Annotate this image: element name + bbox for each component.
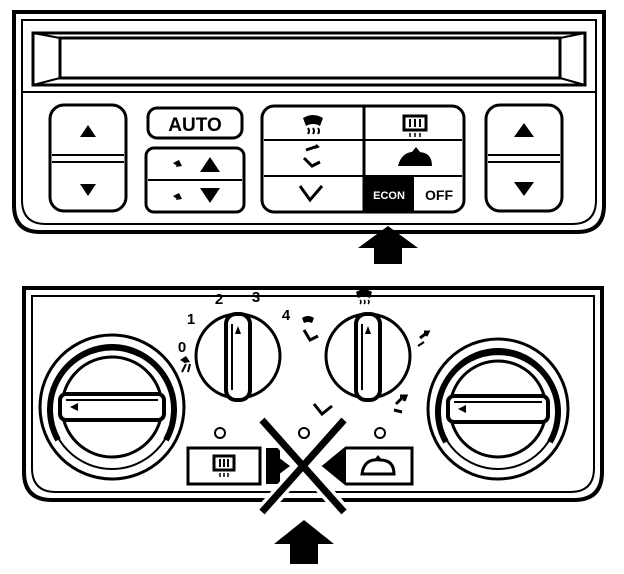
left-temp-rocker[interactable] <box>48 103 128 213</box>
vent-foot-icon <box>312 403 333 417</box>
fan-speed-label-2: 2 <box>215 291 223 308</box>
bottom-control-panel: 0 1 2 3 4 <box>22 286 604 517</box>
fan-speed-dial[interactable]: 0 1 2 3 4 <box>178 289 291 402</box>
windshield-defrost-icon <box>303 115 323 135</box>
triangle-down-icon <box>80 184 96 196</box>
vent-face-foot-button[interactable] <box>302 144 321 168</box>
bottom-arrow-icon <box>274 520 334 564</box>
fan-speed-label-4: 4 <box>282 307 291 324</box>
fan-icon <box>180 356 191 373</box>
indicator-lamp-center <box>298 427 310 439</box>
triangle-up-icon <box>514 123 534 137</box>
fan-speed-label-1: 1 <box>187 311 195 328</box>
vent-foot-icon <box>298 185 324 203</box>
left-temp-knob[interactable] <box>38 333 186 481</box>
mode-dial[interactable] <box>302 289 431 417</box>
temperature-knob-icon <box>446 394 550 424</box>
auto-button-label: AUTO <box>168 115 221 136</box>
mode-dial-icon <box>354 312 382 402</box>
vent-face-icon <box>417 330 431 347</box>
econ-button[interactable]: ECON <box>364 176 414 212</box>
top-control-panel: AUTO <box>12 10 606 234</box>
top-arrow-icon <box>358 226 418 264</box>
fan-down-icon <box>173 188 220 203</box>
recirculation-icon <box>398 147 432 166</box>
temperature-knob-icon <box>58 392 166 422</box>
center-button[interactable] <box>266 448 290 484</box>
rear-defrost-button[interactable] <box>402 114 428 137</box>
fan-speed-label-3: 3 <box>252 289 260 306</box>
rear-defrost-icon <box>402 114 428 137</box>
cross-out-icon <box>256 415 350 517</box>
fan-up-icon <box>173 157 220 172</box>
vent-face-foot-icon <box>393 394 409 414</box>
defrost-foot-icon <box>302 316 319 342</box>
off-button-label: OFF <box>425 187 453 203</box>
off-button[interactable]: OFF <box>425 187 453 203</box>
recirculation-button[interactable] <box>321 446 414 486</box>
fan-speed-label-0: 0 <box>178 339 186 356</box>
display-window <box>31 31 587 87</box>
right-temp-knob[interactable] <box>426 337 570 481</box>
indicator-lamp-left <box>214 427 226 439</box>
fan-speed-dial-icon <box>224 312 252 402</box>
recirculation-icon <box>360 455 396 476</box>
indicator-lamp-right <box>374 427 386 439</box>
windshield-defrost-icon <box>356 289 372 305</box>
auto-button[interactable]: AUTO <box>146 106 244 140</box>
triangle-up-icon <box>80 125 96 137</box>
rear-defrost-icon <box>212 454 236 477</box>
fan-speed-buttons[interactable] <box>144 146 246 214</box>
mode-button-block: ECON OFF <box>260 104 466 214</box>
vent-foot-button[interactable] <box>298 185 324 203</box>
rear-defrost-button[interactable] <box>186 446 262 486</box>
vent-face-foot-icon <box>302 144 321 168</box>
defrost-button[interactable] <box>303 115 323 135</box>
triangle-down-icon <box>514 182 534 196</box>
econ-button-label: ECON <box>373 190 405 202</box>
recirculation-button[interactable] <box>398 147 432 166</box>
right-temp-rocker[interactable] <box>484 103 564 213</box>
